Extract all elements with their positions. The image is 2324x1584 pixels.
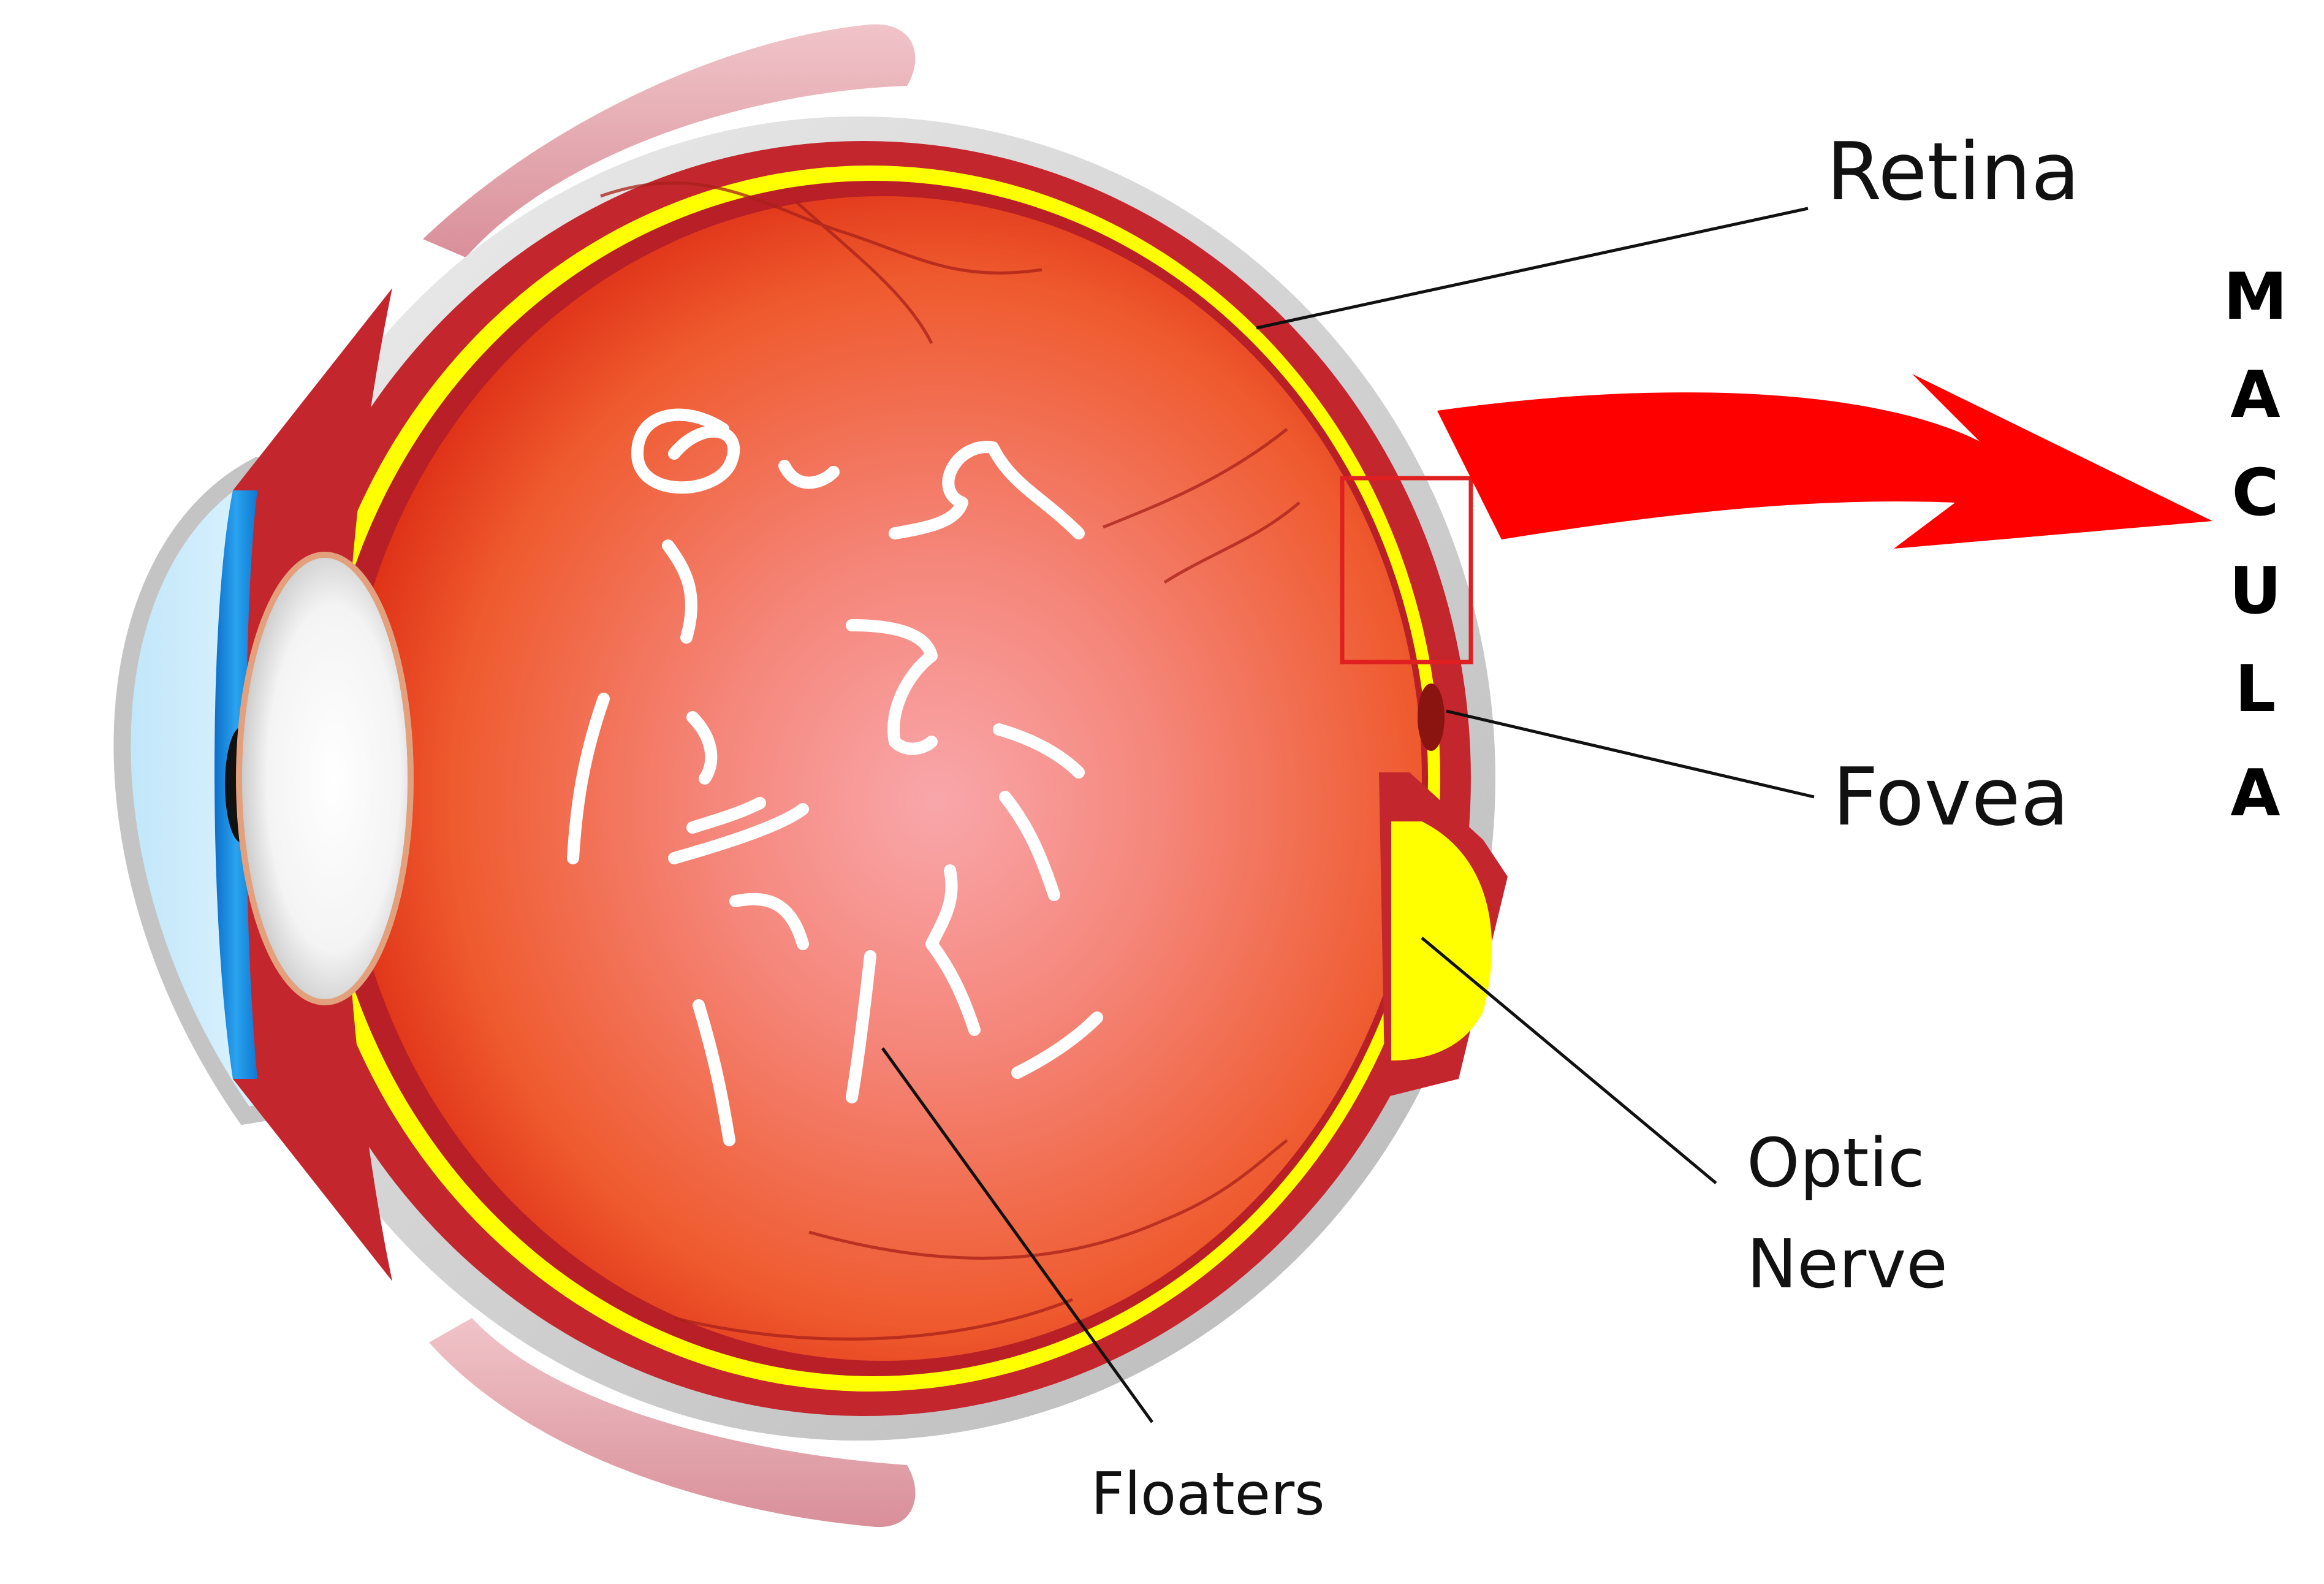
macula-letter-2: A [2230,357,2280,432]
label-optic-nerve-line2: Nerve [1747,1225,1948,1303]
floaters [567,408,1103,1146]
macula-arrow [1437,374,2212,549]
label-retina: Retina [1826,125,2080,218]
macula-letter-5: L [2235,652,2276,726]
macula-callout-box [1340,476,1473,664]
lens [236,552,414,1005]
optic-disc [1391,821,1492,1060]
macula-letter-6: A [2230,756,2280,831]
blood-vessels [600,181,1301,1341]
lower-eyelid [429,1318,916,1528]
macula-letter-1: M [2223,259,2288,334]
macula-letter-3: C [2231,455,2279,530]
label-optic-nerve-line1: Optic [1747,1124,1925,1202]
label-fovea: Fovea [1832,750,2069,843]
macula-letter-4: U [2229,554,2281,628]
fovea-pit [1418,683,1445,751]
upper-eyelid [423,24,916,258]
leader-lines [881,207,1815,1423]
vitreous-body [343,196,1422,1361]
label-floaters: Floaters [1091,1461,1325,1528]
macula-label: M A C U L A [2223,259,2288,831]
